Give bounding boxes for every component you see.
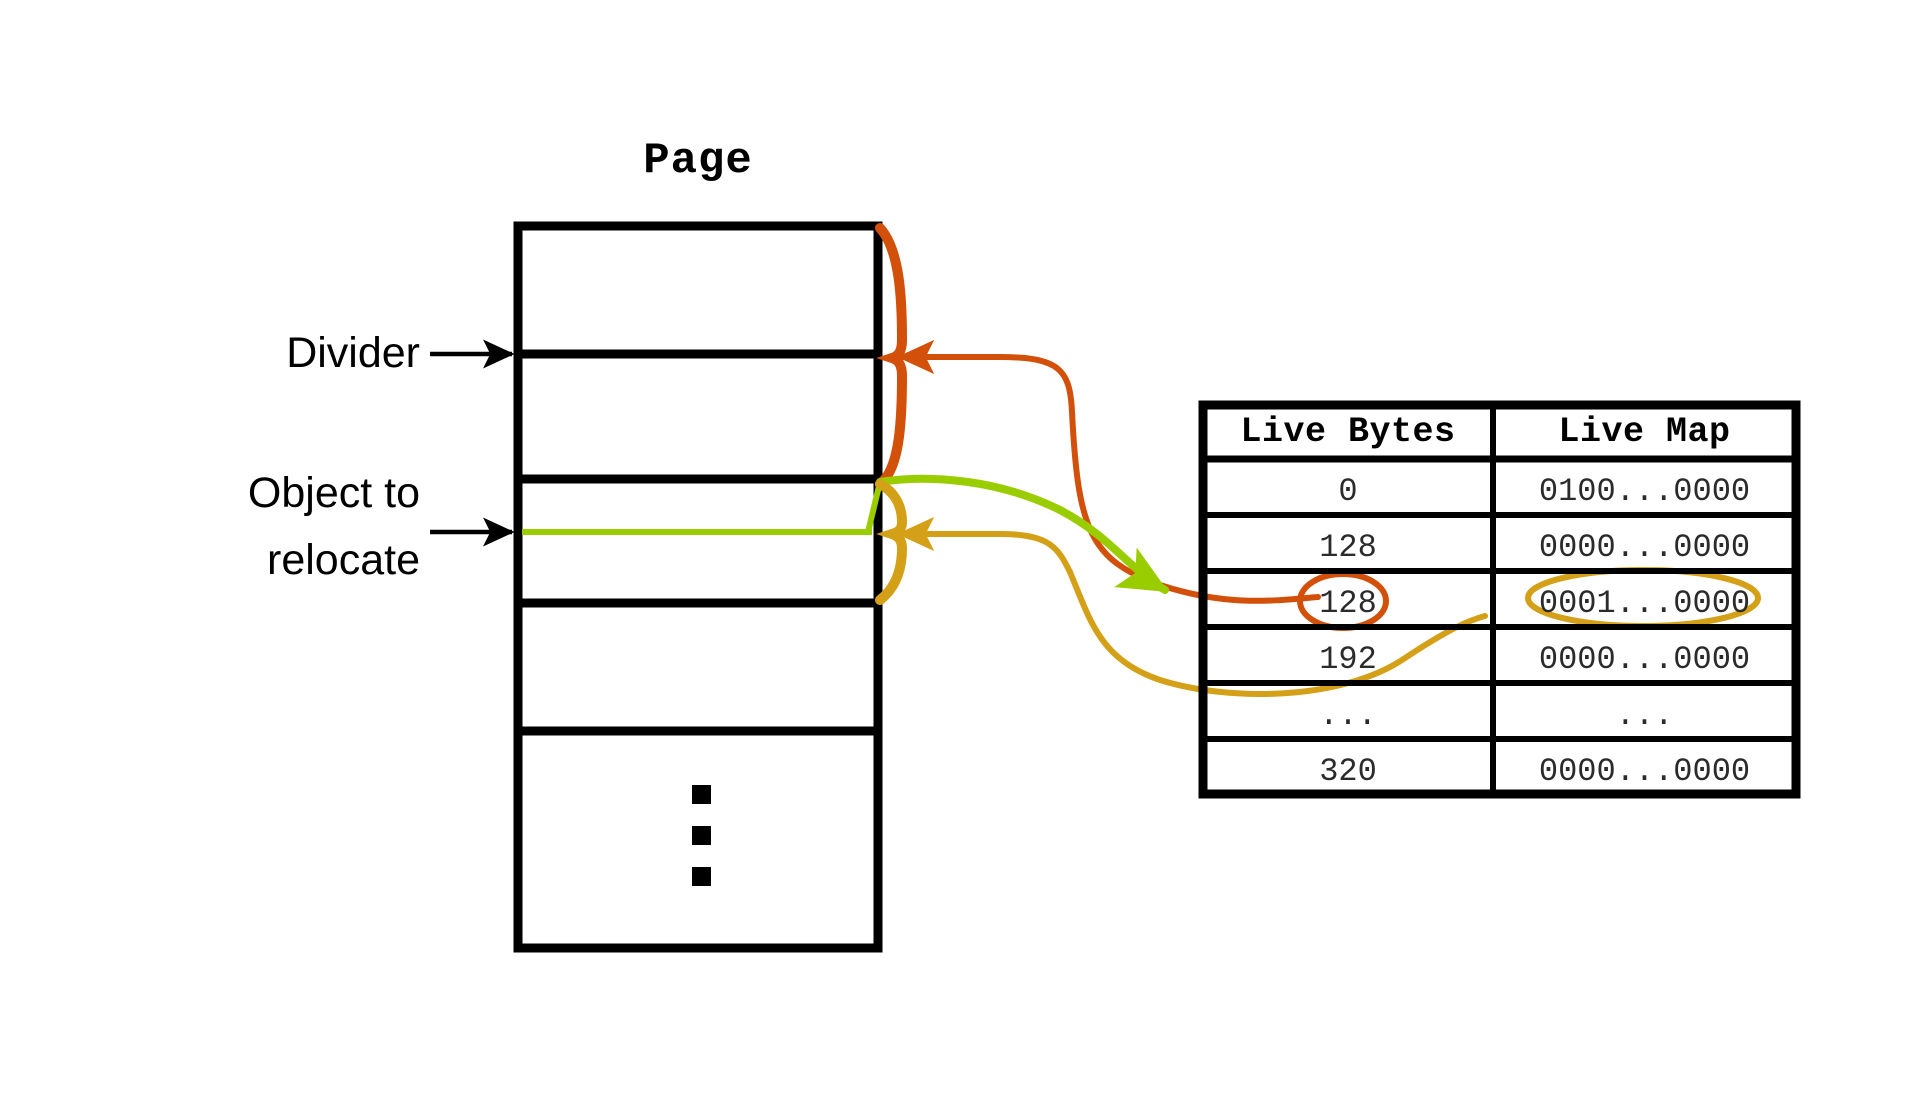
page-block-dividers [522,349,874,736]
gold-brace [875,479,908,605]
gold-connector-to-table [897,516,1488,697]
orange-brace [875,223,908,489]
vertical-ellipsis-icon [692,785,711,886]
page-block-outline [513,221,883,953]
orange-connector-to-table [897,339,1321,604]
gold-highlight-ellipse [1525,567,1761,629]
orange-highlight-ellipse [1297,571,1389,631]
green-connector-to-table [522,474,1169,594]
table-grid [1198,400,1801,799]
